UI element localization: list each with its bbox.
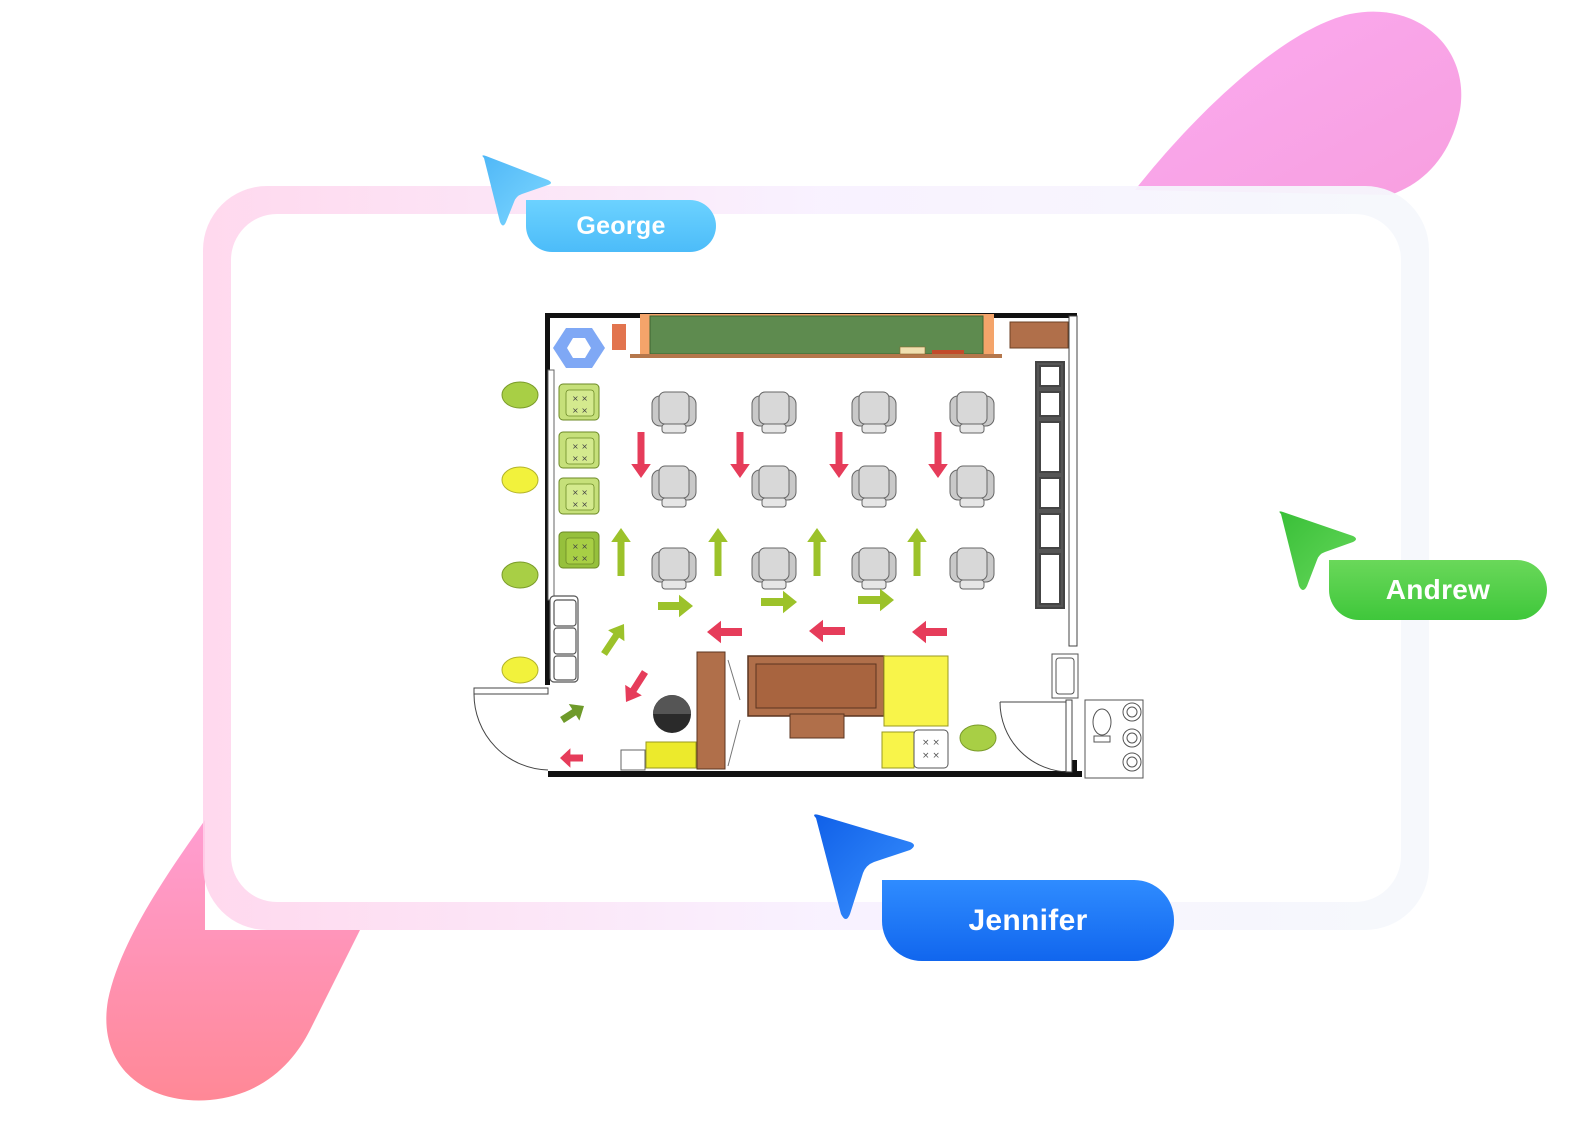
window-right — [1068, 315, 1078, 647]
bookshelf — [1035, 361, 1065, 609]
teacher-desk-return — [789, 713, 845, 739]
stool — [501, 381, 539, 409]
eraser — [899, 346, 926, 355]
chalk — [932, 350, 964, 354]
stool — [501, 466, 539, 494]
student-chair — [851, 391, 897, 434]
stool — [501, 656, 539, 684]
arrow-up — [907, 528, 927, 576]
svg-text:× ×: × × — [572, 442, 588, 451]
svg-text:× ×: × × — [572, 500, 588, 509]
arrow-diagonal-down — [625, 670, 648, 702]
svg-text:× ×: × × — [572, 488, 588, 497]
arrow-up — [611, 528, 631, 576]
svg-text:× ×: × × — [572, 554, 588, 563]
yellow-bench — [645, 741, 697, 769]
pink-blob-shape-bottom — [106, 820, 360, 1101]
chalk-tray — [630, 354, 1002, 358]
restroom — [1084, 699, 1144, 779]
svg-text:× ×: × × — [922, 751, 940, 761]
arrow-diagonal-up — [560, 704, 584, 723]
classroom-floor-plan: × ×× ×× ×× ×× ×× ×× ×× × × × × × — [473, 313, 1144, 779]
student-chair — [949, 465, 995, 508]
right-door — [999, 699, 1073, 773]
svg-text:× ×: × × — [572, 394, 588, 403]
svg-text:× ×: × × — [572, 406, 588, 415]
corner-cabinet — [1009, 321, 1069, 349]
yellow-cabinet — [883, 655, 949, 727]
george-cursor-icon — [482, 155, 551, 226]
andrew-name-tag: Andrew — [1329, 560, 1547, 620]
lime-armchair: × × × × — [558, 477, 600, 515]
teacher-cabinet-tall — [696, 651, 726, 770]
arrow-up — [708, 528, 728, 576]
svg-text:× ×: × × — [572, 542, 588, 551]
arrow-up — [807, 528, 827, 576]
student-chair — [751, 465, 797, 508]
pink-blob-shape-top — [1135, 11, 1462, 195]
arrow-down — [928, 432, 948, 478]
lime-armchair: × × × × — [558, 531, 600, 569]
teacher-desk-top — [755, 663, 877, 709]
small-box — [620, 749, 646, 771]
lime-armchair: × × × × — [558, 431, 600, 469]
window-left — [547, 369, 555, 601]
student-chair — [751, 391, 797, 434]
wall-right-lower — [1072, 760, 1077, 776]
chalkboard — [649, 315, 984, 355]
jennifer-name-tag: Jennifer — [882, 880, 1174, 961]
arrow-right — [761, 590, 797, 614]
arrow-left — [560, 748, 583, 768]
stool — [959, 724, 997, 752]
arrow-left — [912, 620, 947, 644]
hexagon-table-inner — [567, 338, 591, 358]
wall-bottom — [548, 771, 1082, 777]
arrow-diagonal-up — [601, 624, 625, 656]
arrow-down — [730, 432, 750, 478]
red-cabinet — [612, 324, 626, 350]
lime-armchair: × × × × — [558, 383, 600, 421]
left-door — [473, 687, 549, 771]
jennifer-cursor-icon — [814, 814, 914, 919]
stool — [501, 561, 539, 589]
arrow-down — [829, 432, 849, 478]
student-chair — [949, 391, 995, 434]
george-name-tag: George — [526, 200, 716, 252]
sofa — [549, 595, 579, 683]
teacher-chair: × × × × — [913, 729, 949, 769]
sink — [1051, 653, 1079, 699]
arrow-right — [858, 588, 894, 612]
arrow-left — [707, 620, 742, 644]
student-chair — [651, 391, 697, 434]
arrow-down — [631, 432, 651, 478]
svg-text:× ×: × × — [922, 738, 940, 748]
student-chair — [851, 465, 897, 508]
student-chair — [851, 547, 897, 590]
svg-text:× ×: × × — [572, 454, 588, 463]
student-chair — [651, 547, 697, 590]
student-chair — [751, 547, 797, 590]
student-chair — [651, 465, 697, 508]
arrow-left — [809, 619, 845, 643]
yellow-box — [881, 731, 915, 769]
student-chair — [949, 547, 995, 590]
arrow-right — [658, 594, 693, 618]
andrew-cursor-icon — [1279, 511, 1356, 590]
